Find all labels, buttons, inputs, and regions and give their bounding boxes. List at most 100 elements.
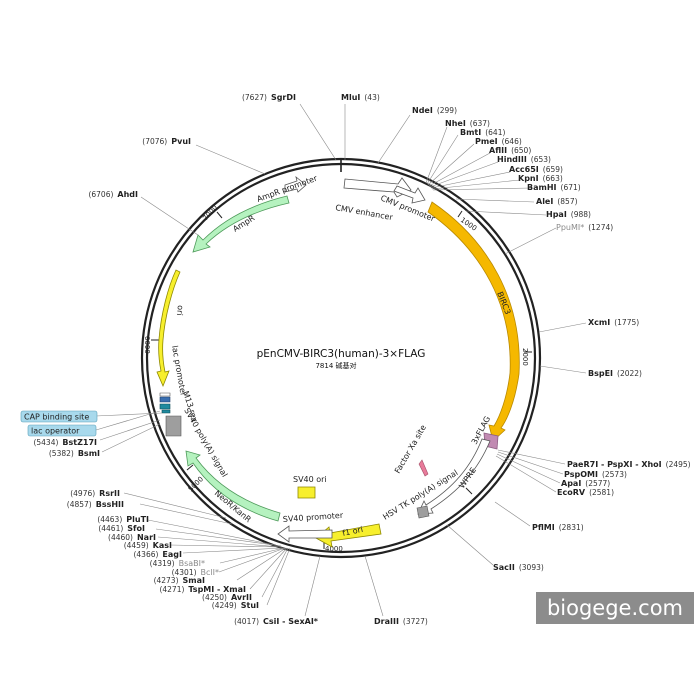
plasmid-size: 7814 碱基对	[315, 361, 356, 370]
callout-cap-binding-site-label: CAP binding site	[24, 413, 89, 422]
backbone-outer-circle	[140, 157, 542, 559]
leader-draiii	[364, 555, 384, 617]
feature-ori	[156, 269, 181, 388]
plasmid-title: pEnCMV-BIRC3(human)-3×FLAG	[257, 348, 426, 360]
feature-cmv-promoter	[393, 185, 426, 204]
tick-mark-7000	[216, 211, 223, 219]
leader-pflmi	[494, 501, 531, 527]
site-smai: (4273)SmaI	[154, 576, 205, 585]
site-ndei: NdeI(299)	[412, 106, 457, 115]
site-hindiii: HindIII(653)	[497, 155, 551, 164]
site-pvui: (7076)PvuI	[142, 137, 191, 146]
leader-csii	[304, 555, 321, 617]
tick-mark-3000	[465, 487, 473, 495]
leader-sv40-cluster	[147, 519, 291, 606]
site-paer7i-pspxi-xhoi: PaeR7I - PspXI - XhoI(2495)	[567, 460, 691, 469]
leader-xcmi	[538, 322, 587, 333]
leader-cap-binding-site	[95, 412, 163, 417]
leader-xhoi-cluster	[495, 449, 566, 493]
label-sv40-ori: SV40 ori	[293, 475, 327, 484]
leader-lac-operator	[95, 410, 161, 431]
feature-lac-operator	[159, 403, 171, 410]
feature-sv40-polya	[165, 415, 182, 437]
site-csii-sexai: (4017)CsiI - SexAI*	[234, 617, 319, 626]
site-kasi: (4459)KasI	[124, 541, 172, 550]
feature-m13-rev	[159, 396, 171, 403]
site-alei: AleI(857)	[536, 197, 578, 206]
feature-ampr-promoter	[284, 175, 307, 193]
site-kpni: KpnI(663)	[518, 174, 563, 183]
label-sv40-promoter: SV40 promoter	[283, 511, 345, 524]
site-mlui: MluI(43)	[341, 93, 380, 102]
features	[156, 175, 520, 548]
feature-sv40-promoter	[277, 525, 333, 543]
tick-mark-5000	[186, 464, 194, 471]
site-bsmi: (5382)BsmI	[49, 449, 100, 458]
site-bamhi: BamHI(671)	[527, 183, 581, 192]
tick-label-4000: 4000	[325, 545, 343, 553]
label-f1-ori: f1 ori	[342, 525, 364, 538]
leader-hpai	[465, 210, 547, 216]
site-acc65i: Acc65I(659)	[509, 165, 563, 174]
site-stui: (4249)StuI	[212, 601, 259, 610]
tick-label-2000: 2000	[521, 348, 529, 366]
leader-alei	[455, 198, 535, 203]
site-sacii: SacII(3093)	[493, 563, 544, 572]
site-hpai: HpaI(988)	[546, 210, 591, 219]
feature-neor-kanr	[185, 450, 281, 522]
site-pspomi: PspOMI(2573)	[564, 470, 627, 479]
feature-sv40-ori	[297, 486, 316, 499]
site-nhei: NheI(637)	[445, 119, 490, 128]
site-eagi: (4366)EagI	[133, 550, 182, 559]
callout-cap-binding-site	[20, 410, 98, 423]
tick-mark-1000	[457, 210, 463, 218]
site-xcmi: XcmI(1775)	[588, 318, 639, 327]
site-ppumi: PpuMI*(1274)	[556, 223, 613, 232]
site-bsabi: (4319)BsaBI*	[150, 559, 205, 568]
callout-lac-operator	[27, 424, 97, 437]
callout-lac-operator-label: lac operator	[31, 427, 80, 436]
site-pluti: (4463)PluTI	[97, 515, 149, 524]
site-bmti: BmtI(641)	[460, 128, 505, 137]
site-sgrdi: (7627)SgrDI	[242, 93, 296, 102]
watermark-box	[536, 592, 694, 624]
leader-ppumi	[504, 227, 557, 255]
leader-pvui	[195, 144, 266, 175]
site-aflii: AflII(650)	[489, 146, 531, 155]
site-avrii: (4250)AvrII	[202, 593, 252, 602]
leader-sgrdi	[299, 103, 337, 161]
feature-factor-xa-site	[418, 459, 429, 477]
site-rsrii: (4976)RsrII	[70, 489, 120, 498]
site-pflmi: PflMI(2831)	[532, 523, 584, 532]
feature-cap-binding-site	[161, 409, 171, 414]
feature-ampr	[192, 195, 290, 253]
tick-label-7000: 7000	[201, 203, 219, 222]
tick-label-6000: 6000	[143, 336, 151, 354]
site-leader-lines	[95, 103, 587, 617]
bp-ticks	[151, 210, 532, 549]
site-sfoi: (4461)SfoI	[98, 524, 145, 533]
leader-sacii	[446, 524, 494, 566]
site-tspmi-xmai: (4271)TspMI - XmaI	[159, 585, 246, 594]
site-apai: ApaI(2577)	[561, 479, 610, 488]
site-bstz17i: (5434)BstZ17I	[33, 438, 97, 447]
feature-lac-promoter	[159, 392, 171, 397]
restriction-sites: MluI(43) (7627)SgrDI NdeI(299) NheI(637)…	[33, 93, 690, 626]
feature-birc3	[427, 201, 520, 442]
leader-ndei	[377, 114, 411, 164]
site-ecorv: EcoRV(2581)	[557, 488, 614, 497]
site-pmei: PmeI(646)	[475, 137, 522, 146]
site-bsshii: (4857)BssHII	[67, 500, 124, 509]
site-draiii: DraIII(3727)	[374, 617, 428, 626]
label-lac-promoter: lac promoter	[170, 345, 188, 398]
site-bspei: BspEI(2022)	[588, 369, 642, 378]
label-ori: ori	[175, 305, 185, 316]
leader-mcs-cluster	[425, 126, 533, 191]
leader-bsmi-bstz17i	[99, 419, 161, 453]
label-cmv-enhancer: CMV enhancer	[335, 203, 395, 222]
leader-bspei	[539, 365, 587, 374]
feature-hsv-tk-polya	[416, 505, 430, 519]
site-ahdi: (6706)AhdI	[88, 190, 138, 199]
